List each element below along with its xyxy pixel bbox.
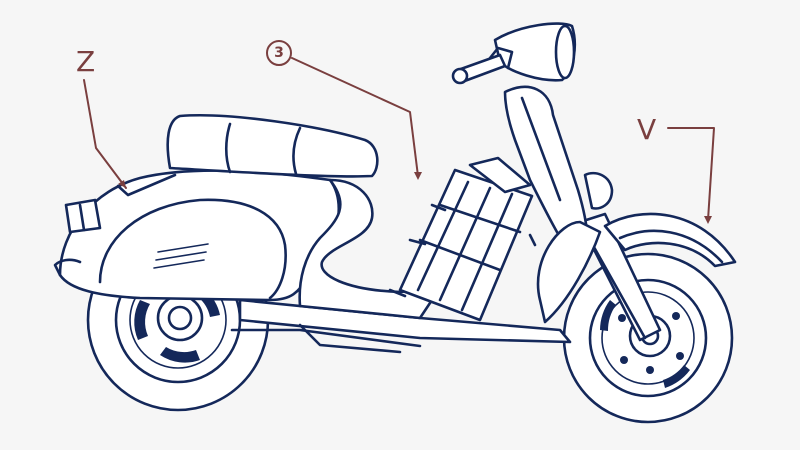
callout-label-z: Z xyxy=(76,45,96,78)
side-cowl xyxy=(53,169,341,302)
callout-line-3 xyxy=(291,57,422,180)
front-wheel xyxy=(562,252,734,424)
callout-label-3: 3 xyxy=(266,40,292,66)
steering-column xyxy=(503,85,614,324)
callout-line-v xyxy=(667,127,715,224)
handlebar xyxy=(451,22,576,85)
front-fork xyxy=(578,212,737,342)
center-tunnel xyxy=(298,178,442,320)
battery-pack xyxy=(388,156,537,322)
callout-label-v: V xyxy=(637,113,657,146)
callout-line-z xyxy=(83,79,127,189)
seat xyxy=(116,114,379,197)
